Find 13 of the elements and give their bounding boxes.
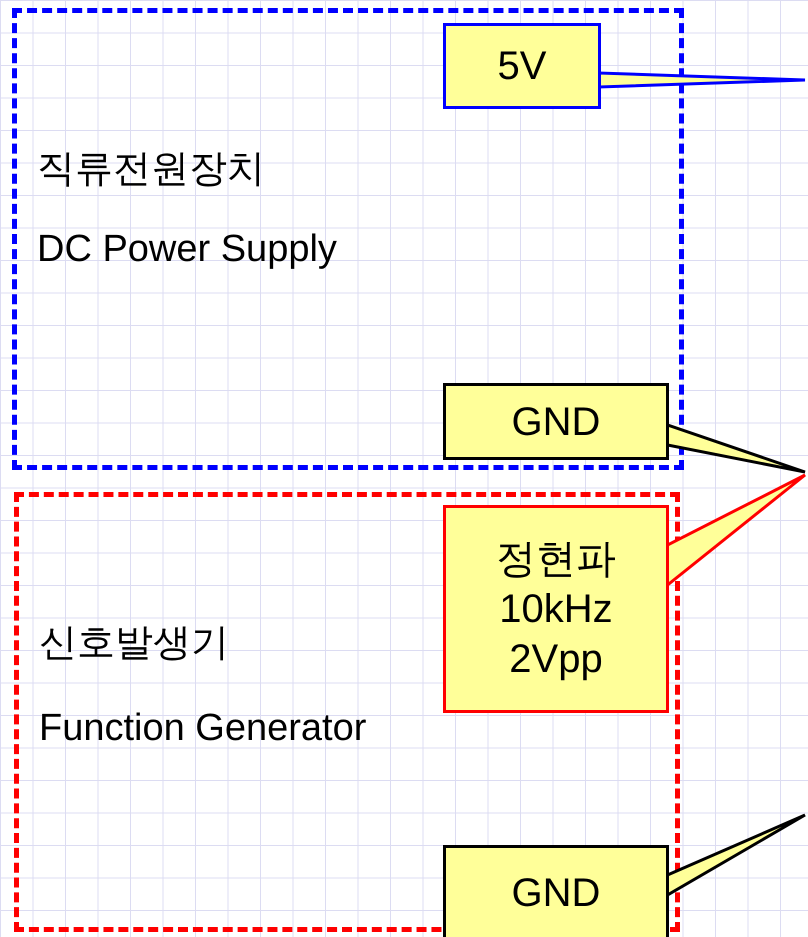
group-title: 직류전원장치: [37, 147, 265, 192]
group-title: 신호발생기: [39, 621, 229, 666]
dashed-group-frame: [12, 8, 684, 470]
group-subtitle: Function Generator: [39, 707, 366, 750]
callout-pointer: [666, 814, 806, 898]
callout-pointer: [666, 474, 806, 588]
callout-box: GND: [443, 845, 669, 937]
callout-box: GND: [443, 383, 669, 460]
group-subtitle: DC Power Supply: [37, 228, 337, 271]
callout-box: 정현파 10kHz 2Vpp: [443, 505, 669, 713]
callout-pointer: [598, 71, 806, 89]
callout-box: 5V: [443, 23, 601, 109]
callout-pointer: [666, 422, 806, 474]
